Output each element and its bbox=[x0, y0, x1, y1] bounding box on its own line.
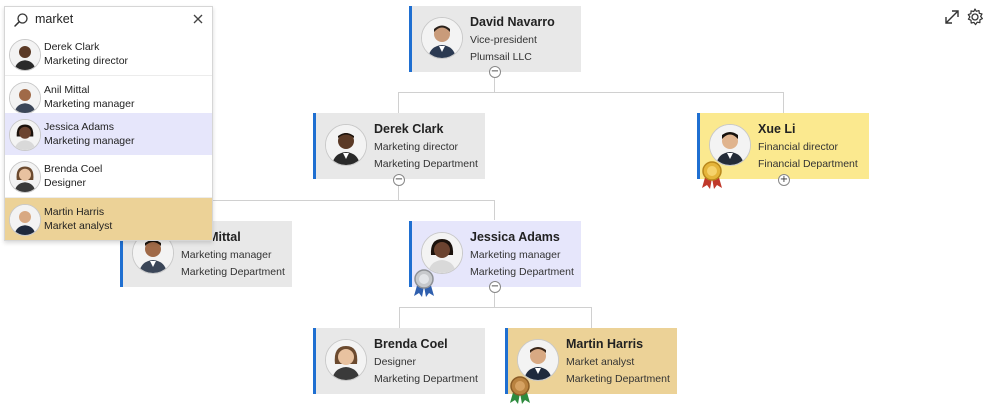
employee-title: Market analyst bbox=[566, 356, 635, 368]
employee-department: Plumsail LLC bbox=[470, 51, 532, 63]
employee-department: Marketing Department bbox=[566, 373, 670, 385]
avatar bbox=[325, 339, 367, 381]
collapse-toggle-jessica[interactable]: − bbox=[489, 281, 501, 293]
connector-level2-horizontal bbox=[205, 200, 495, 201]
search-result-item-selected[interactable]: Martin Harris Market analyst bbox=[5, 198, 212, 240]
search-result-item[interactable]: Brenda Coel Designer bbox=[5, 155, 212, 198]
expand-icon[interactable] bbox=[942, 7, 962, 27]
employee-name: Martin Harris bbox=[566, 337, 644, 351]
employee-title: Marketing manager bbox=[470, 249, 561, 261]
org-card-xue-li[interactable]: Xue Li Financial director Financial Depa… bbox=[697, 113, 869, 179]
employee-name: David Navarro bbox=[470, 15, 555, 29]
avatar bbox=[9, 161, 41, 193]
collapse-toggle-derek[interactable]: − bbox=[393, 174, 405, 186]
search-bar bbox=[5, 7, 212, 34]
connector-to-derek bbox=[398, 92, 399, 113]
employee-department: Marketing Department bbox=[374, 158, 478, 170]
org-card-brenda-coel[interactable]: Brenda Coel Designer Marketing Departmen… bbox=[313, 328, 485, 394]
search-result-item[interactable]: Derek Clark Marketing director bbox=[5, 33, 212, 76]
avatar bbox=[421, 17, 463, 59]
employee-department: Marketing Department bbox=[470, 266, 574, 278]
employee-title: Financial director bbox=[758, 141, 838, 153]
employee-title: Designer bbox=[374, 356, 417, 368]
connector-derek-down bbox=[398, 180, 399, 200]
employee-name: Xue Li bbox=[758, 122, 796, 136]
close-icon[interactable] bbox=[190, 11, 206, 27]
bronze-ribbon-award-icon bbox=[507, 375, 533, 405]
employee-department: Marketing Department bbox=[374, 373, 478, 385]
org-card-martin-harris[interactable]: Martin Harris Market analyst Marketing D… bbox=[505, 328, 677, 394]
employee-name: Derek Clark bbox=[374, 122, 444, 136]
result-name: Martin Harris bbox=[44, 206, 105, 218]
result-title: Marketing manager bbox=[44, 135, 135, 147]
org-card-derek-clark[interactable]: Derek Clark Marketing director Marketing… bbox=[313, 113, 485, 179]
connector-to-martin bbox=[591, 307, 592, 328]
search-icon bbox=[13, 12, 29, 28]
result-name: Jessica Adams bbox=[44, 121, 115, 133]
connector-to-xue bbox=[783, 92, 784, 113]
avatar bbox=[9, 119, 41, 151]
result-name: Anil Mittal bbox=[44, 84, 90, 96]
search-input[interactable] bbox=[35, 10, 185, 28]
org-card-david-navarro[interactable]: David Navarro Vice-president Plumsail LL… bbox=[409, 6, 581, 72]
result-title: Marketing director bbox=[44, 55, 129, 67]
connector-david-down bbox=[494, 72, 495, 92]
search-result-item[interactable]: Anil Mittal Marketing manager bbox=[5, 76, 212, 119]
avatar bbox=[517, 339, 559, 381]
avatar bbox=[421, 232, 463, 274]
result-title: Marketing manager bbox=[44, 98, 135, 110]
connector-level3-horizontal bbox=[399, 307, 592, 308]
silver-ribbon-award-icon bbox=[411, 268, 437, 298]
employee-title: Vice-president bbox=[470, 34, 537, 46]
connector-to-jessica bbox=[494, 200, 495, 220]
result-name: Brenda Coel bbox=[44, 163, 103, 175]
collapse-toggle-david[interactable]: − bbox=[489, 66, 501, 78]
org-card-jessica-adams[interactable]: Jessica Adams Marketing manager Marketin… bbox=[409, 221, 581, 287]
employee-title: Marketing director bbox=[374, 141, 459, 153]
connector-level1-horizontal bbox=[398, 92, 784, 93]
employee-department: Financial Department bbox=[758, 158, 858, 170]
employee-title: Marketing manager bbox=[181, 249, 272, 261]
avatar bbox=[709, 124, 751, 166]
avatar bbox=[9, 82, 41, 114]
search-panel: Derek Clark Marketing director Anil Mitt… bbox=[4, 6, 213, 241]
expand-toggle-xue[interactable]: + bbox=[778, 174, 790, 186]
search-result-item-hover[interactable]: Jessica Adams Marketing manager bbox=[5, 113, 212, 155]
avatar bbox=[325, 124, 367, 166]
gold-ribbon-award-icon bbox=[699, 160, 725, 190]
employee-name: Jessica Adams bbox=[470, 230, 560, 244]
result-title: Market analyst bbox=[44, 220, 113, 232]
gear-icon[interactable] bbox=[965, 7, 985, 27]
employee-name: Brenda Coel bbox=[374, 337, 448, 351]
result-name: Derek Clark bbox=[44, 41, 100, 53]
employee-department: Marketing Department bbox=[181, 266, 285, 278]
connector-to-brenda bbox=[399, 307, 400, 328]
avatar bbox=[9, 39, 41, 71]
connector-jessica-down bbox=[494, 287, 495, 307]
avatar bbox=[9, 204, 41, 236]
result-title: Designer bbox=[44, 177, 87, 189]
